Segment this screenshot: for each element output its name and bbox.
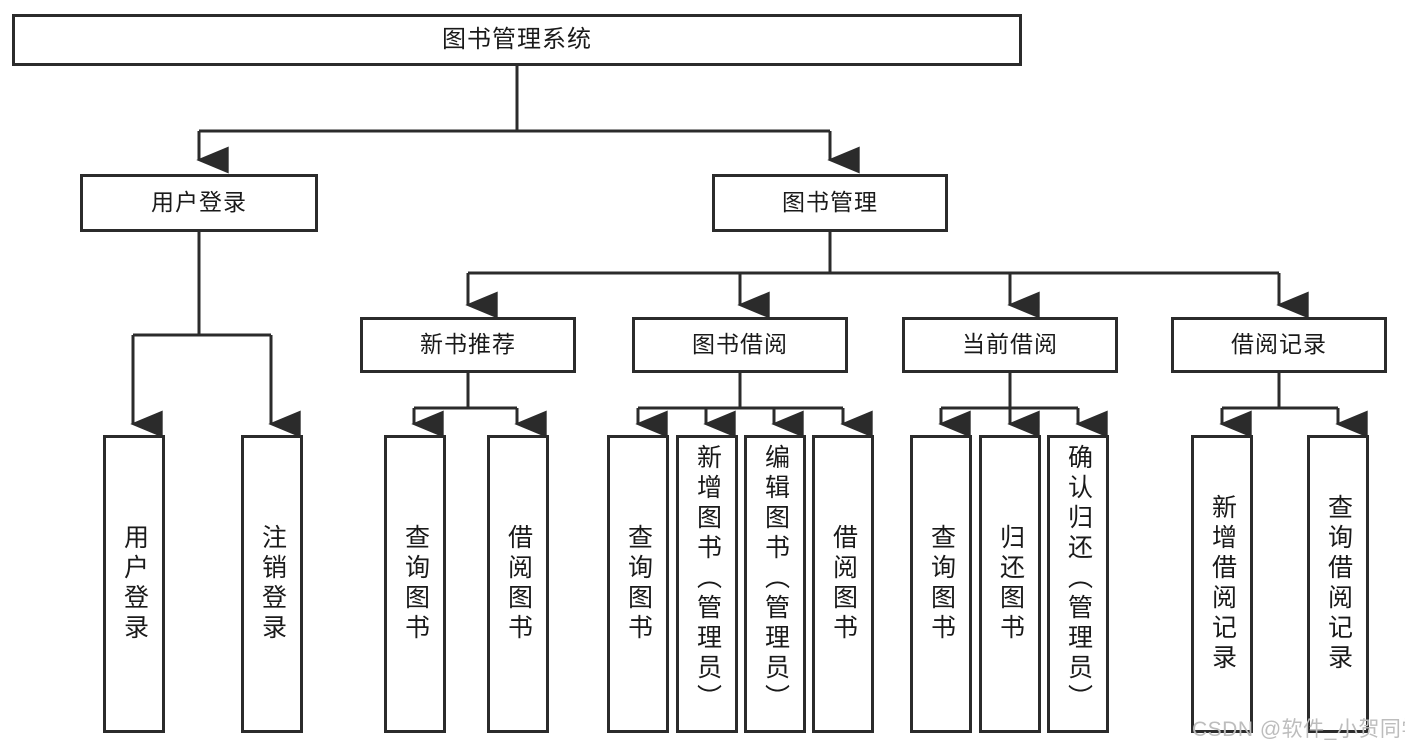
vertical-text-wrap: 归还图书 (982, 438, 1038, 730)
leaf-borrow-edit-book-admin[interactable]: 编辑图书（管理员） (744, 435, 806, 733)
vertical-text-wrap: 用户登录 (106, 438, 162, 730)
node-borrow-record[interactable]: 借阅记录 (1171, 317, 1387, 373)
vertical-text-wrap: 新增借阅记录 (1194, 438, 1250, 730)
leaf-user-logout[interactable]: 注销登录 (241, 435, 303, 733)
node-label: 注销登录 (258, 524, 287, 644)
leaf-current-query-book[interactable]: 查询图书 (910, 435, 972, 733)
vertical-text-wrap: 新增图书（管理员） (679, 438, 735, 730)
vertical-text-wrap: 查询图书 (913, 438, 969, 730)
vertical-text-wrap: 借阅图书 (490, 438, 546, 730)
node-label: 用户登录 (120, 524, 149, 644)
node-book-borrow[interactable]: 图书借阅 (632, 317, 848, 373)
node-label: 借阅图书 (504, 524, 533, 644)
node-label: 新增借阅记录 (1208, 494, 1237, 674)
vertical-text-wrap: 借阅图书 (815, 438, 871, 730)
node-label: 当前借阅 (962, 331, 1058, 358)
vertical-text-wrap: 注销登录 (244, 438, 300, 730)
node-label: 查询借阅记录 (1324, 494, 1353, 674)
node-label: 用户登录 (151, 189, 247, 216)
leaf-borrow-add-book-admin[interactable]: 新增图书（管理员） (676, 435, 738, 733)
vertical-text-wrap: 查询借阅记录 (1310, 438, 1366, 730)
node-label: 新增图书（管理员） (693, 444, 722, 714)
vertical-text-wrap: 查询图书 (387, 438, 443, 730)
vertical-text-wrap: 查询图书 (610, 438, 666, 730)
node-label: 图书借阅 (692, 331, 788, 358)
node-label: 借阅图书 (829, 524, 858, 644)
csdn-watermark: CSDN @软件_小贺同学 (1192, 713, 1405, 743)
node-label: 图书管理系统 (442, 25, 592, 53)
leaf-borrow-borrow-book[interactable]: 借阅图书 (812, 435, 874, 733)
node-label: 查询图书 (927, 524, 956, 644)
node-label: 查询图书 (624, 524, 653, 644)
node-user-login[interactable]: 用户登录 (80, 174, 318, 232)
leaf-current-confirm-return-admin[interactable]: 确认归还（管理员） (1047, 435, 1109, 733)
vertical-text-wrap: 确认归还（管理员） (1050, 438, 1106, 730)
node-book-management[interactable]: 图书管理 (712, 174, 948, 232)
watermark-text: CSDN @软件_小贺同学 (1192, 718, 1405, 741)
node-label: 新书推荐 (420, 331, 516, 358)
node-new-book-recommend[interactable]: 新书推荐 (360, 317, 576, 373)
leaf-record-add-borrow-record[interactable]: 新增借阅记录 (1191, 435, 1253, 733)
node-label: 编辑图书（管理员） (761, 444, 790, 714)
leaf-recommend-query-book[interactable]: 查询图书 (384, 435, 446, 733)
node-label: 归还图书 (996, 524, 1025, 644)
node-label: 图书管理 (782, 189, 878, 216)
node-current-borrow[interactable]: 当前借阅 (902, 317, 1118, 373)
node-label: 确认归还（管理员） (1064, 444, 1093, 714)
node-root-book-management-system[interactable]: 图书管理系统 (12, 14, 1022, 66)
leaf-current-return-book[interactable]: 归还图书 (979, 435, 1041, 733)
leaf-borrow-query-book[interactable]: 查询图书 (607, 435, 669, 733)
node-label: 借阅记录 (1231, 331, 1327, 358)
leaf-user-login[interactable]: 用户登录 (103, 435, 165, 733)
leaf-record-query-borrow-record[interactable]: 查询借阅记录 (1307, 435, 1369, 733)
node-label: 查询图书 (401, 524, 430, 644)
vertical-text-wrap: 编辑图书（管理员） (747, 438, 803, 730)
leaf-recommend-borrow-book[interactable]: 借阅图书 (487, 435, 549, 733)
